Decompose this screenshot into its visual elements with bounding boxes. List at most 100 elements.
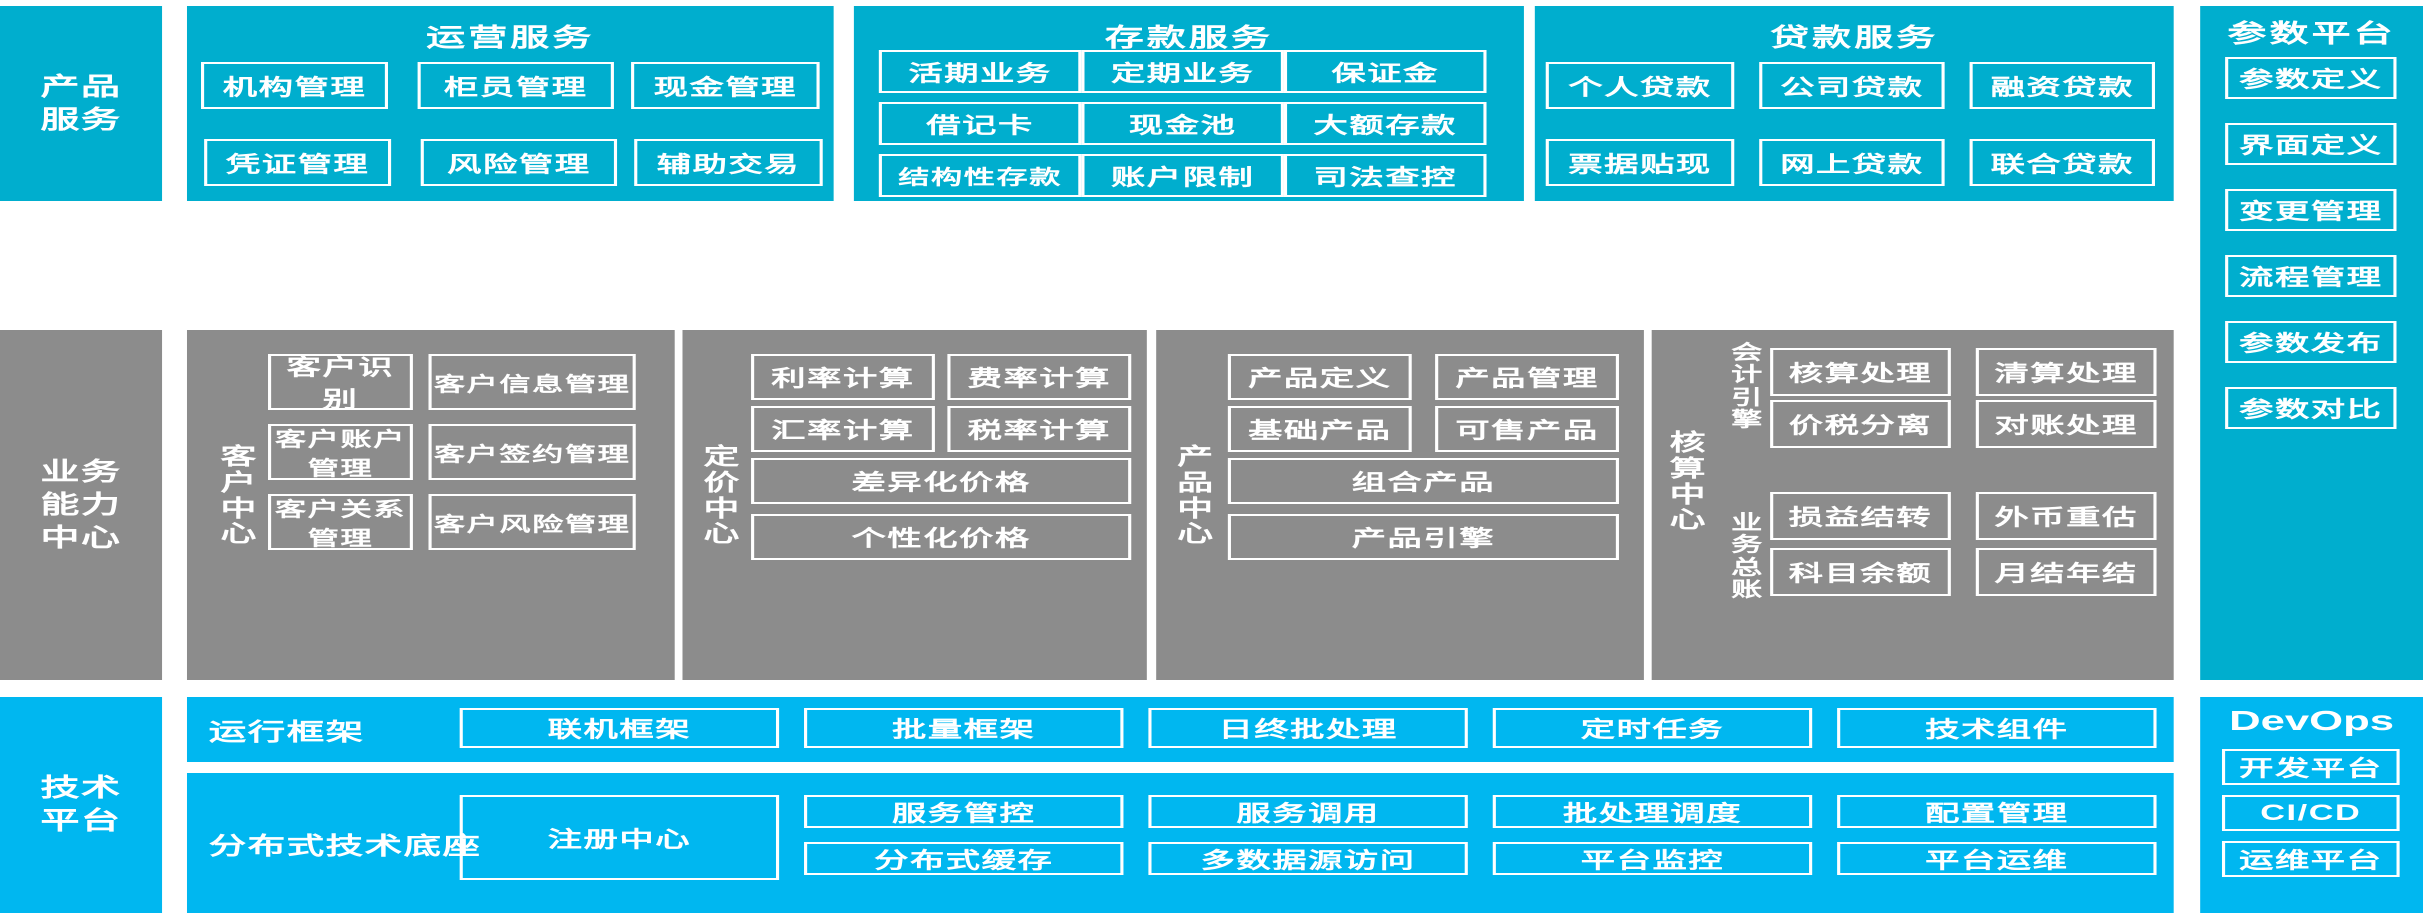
band-distributed-tech-base: 分布式技术底座 注册中心 服务管控 服务调用 批处理调度 配置管理 分布式缓存 … (186, 773, 2174, 913)
tile-multi-datasource-access[interactable]: 多数据源访问 (1148, 842, 1468, 875)
tile-structured-deposit[interactable]: 结构性存款 (878, 154, 1082, 197)
tile-customer-contract-management[interactable]: 客户签约管理 (428, 424, 636, 480)
tile-account-restriction[interactable]: 账户限制 (1081, 154, 1284, 197)
tile-parameter-definition[interactable]: 参数定义 (2225, 57, 2397, 99)
tile-interface-definition[interactable]: 界面定义 (2225, 123, 2397, 165)
column-devops: DevOps 开发平台 CI/CD 运维平台 (2200, 697, 2423, 913)
tile-personalized-price[interactable]: 个性化价格 (751, 514, 1132, 560)
tile-online-framework[interactable]: 联机框架 (459, 708, 780, 748)
tile-interest-rate-calc[interactable]: 利率计算 (751, 354, 935, 400)
tile-risk-management[interactable]: 风险管理 (420, 139, 618, 186)
tile-foreign-currency-revaluation[interactable]: 外币重估 (1975, 492, 2157, 540)
tile-org-management[interactable]: 机构管理 (201, 62, 388, 109)
tile-teller-management[interactable]: 柜员管理 (417, 62, 614, 109)
group-deposit-services-title: 存款服务 (1104, 24, 1274, 52)
rail-business-capability-center-label: 业务能力中心 (40, 457, 122, 552)
rail-technology-platform-label: 技术平台 (40, 774, 122, 835)
tile-bill-discount[interactable]: 票据贴现 (1545, 139, 1735, 186)
tile-corporate-loan[interactable]: 公司贷款 (1759, 62, 1945, 109)
tile-platform-operations[interactable]: 平台运维 (1837, 842, 2157, 875)
tile-technical-component[interactable]: 技术组件 (1837, 708, 2157, 748)
sub-label-business-general-ledger: 业务总账 (1731, 512, 1763, 602)
tile-batch-scheduling[interactable]: 批处理调度 (1492, 795, 1813, 828)
band-distributed-tech-base-label: 分布式技术底座 (208, 832, 482, 860)
tile-eod-batch-processing[interactable]: 日终批处理 (1148, 708, 1468, 748)
tile-time-deposit[interactable]: 定期业务 (1081, 50, 1284, 93)
tile-composite-product[interactable]: 组合产品 (1227, 458, 1619, 504)
group-customer-center-label: 客户中心 (220, 443, 257, 547)
rail-product-services: 产品服务 (0, 6, 163, 201)
tile-distributed-cache[interactable]: 分布式缓存 (804, 842, 1124, 875)
tile-accounting-processing[interactable]: 核算处理 (1770, 348, 1951, 396)
tile-exchange-rate-calc[interactable]: 汇率计算 (751, 406, 935, 452)
tile-auxiliary-trade[interactable]: 辅助交易 (634, 139, 823, 186)
rail-business-capability-center: 业务能力中心 (0, 330, 163, 680)
tile-debit-card[interactable]: 借记卡 (878, 102, 1082, 145)
tile-operations-platform[interactable]: 运维平台 (2221, 841, 2400, 877)
group-customer-center: 客户中心 客户识别 客户信息管理 客户账户管理 客户签约管理 客户关系管理 客户… (186, 330, 675, 680)
group-pricing-center-label: 定价中心 (703, 443, 740, 547)
tile-product-management[interactable]: 产品管理 (1435, 354, 1619, 400)
tile-syndicated-loan[interactable]: 联合贷款 (1969, 139, 2155, 186)
tile-settlement-processing[interactable]: 清算处理 (1975, 348, 2157, 396)
tile-basic-product[interactable]: 基础产品 (1227, 406, 1412, 452)
tile-parameter-publish[interactable]: 参数发布 (2225, 321, 2397, 363)
tile-cash-management[interactable]: 现金管理 (631, 62, 820, 109)
tile-demand-deposit[interactable]: 活期业务 (878, 50, 1082, 93)
tile-account-balance[interactable]: 科目余额 (1770, 548, 1951, 596)
tile-parameter-compare[interactable]: 参数对比 (2225, 387, 2397, 429)
tile-customer-relationship-management[interactable]: 客户关系管理 (268, 494, 413, 550)
tile-customer-risk-management[interactable]: 客户风险管理 (428, 494, 636, 550)
tile-tax-rate-calc[interactable]: 税率计算 (947, 406, 1132, 452)
tile-customer-identification[interactable]: 客户识别 (268, 354, 413, 412)
column-parameter-platform: 参数平台 参数定义 界面定义 变更管理 流程管理 参数发布 参数对比 (2200, 6, 2423, 680)
group-accounting-center: 核算中心 会计引擎 业务总账 核算处理 清算处理 价税分离 对账处理 损益结转 … (1651, 330, 2174, 680)
tile-scheduled-task[interactable]: 定时任务 (1492, 708, 1813, 748)
band-runtime-framework: 运行框架 联机框架 批量框架 日终批处理 定时任务 技术组件 (186, 697, 2174, 762)
tile-ci-cd[interactable]: CI/CD (2221, 795, 2400, 831)
group-loan-services-title: 贷款服务 (1770, 24, 1939, 52)
tile-service-governance[interactable]: 服务管控 (804, 795, 1124, 828)
rail-technology-platform: 技术平台 (0, 697, 163, 913)
tile-development-platform[interactable]: 开发平台 (2221, 749, 2400, 785)
tile-profit-loss-carryover[interactable]: 损益结转 (1770, 492, 1951, 540)
tile-customer-info-management[interactable]: 客户信息管理 (428, 354, 636, 410)
tile-product-definition[interactable]: 产品定义 (1227, 354, 1412, 400)
group-pricing-center: 定价中心 利率计算 费率计算 汇率计算 税率计算 差异化价格 个性化价格 (682, 330, 1147, 680)
tile-financing-loan[interactable]: 融资贷款 (1969, 62, 2155, 109)
group-deposit-services: 存款服务 活期业务 定期业务 保证金 借记卡 现金池 大额存款 结构性存款 账户… (853, 6, 1524, 201)
group-accounting-center-label: 核算中心 (1669, 429, 1706, 533)
tile-differentiated-price[interactable]: 差异化价格 (751, 458, 1132, 504)
group-operation-services-title: 运营服务 (426, 24, 595, 52)
group-operation-services: 运营服务 机构管理 柜员管理 现金管理 凭证管理 风险管理 辅助交易 (186, 6, 834, 201)
group-product-center: 产品中心 产品定义 产品管理 基础产品 可售产品 组合产品 产品引擎 (1156, 330, 1644, 680)
tile-month-year-end-close[interactable]: 月结年结 (1975, 548, 2157, 596)
tile-online-loan[interactable]: 网上贷款 (1759, 139, 1945, 186)
tile-registry-center[interactable]: 注册中心 (459, 795, 780, 880)
tile-large-deposit[interactable]: 大额存款 (1283, 102, 1487, 145)
tile-customer-account-management[interactable]: 客户账户管理 (268, 424, 413, 480)
column-devops-title: DevOps (2229, 705, 2395, 736)
tile-service-invocation[interactable]: 服务调用 (1148, 795, 1468, 828)
tile-personal-loan[interactable]: 个人贷款 (1545, 62, 1735, 109)
column-parameter-platform-title: 参数平台 (2227, 20, 2396, 48)
tile-process-management[interactable]: 流程管理 (2225, 255, 2397, 297)
tile-fee-rate-calc[interactable]: 费率计算 (947, 354, 1132, 400)
tile-voucher-management[interactable]: 凭证管理 (204, 139, 392, 186)
band-runtime-framework-label: 运行框架 (208, 719, 365, 746)
tile-margin-deposit[interactable]: 保证金 (1283, 50, 1487, 93)
tile-judicial-control[interactable]: 司法查控 (1283, 154, 1487, 197)
tile-cash-pool[interactable]: 现金池 (1081, 102, 1284, 145)
group-product-center-label: 产品中心 (1177, 443, 1214, 547)
sub-label-accounting-engine: 会计引擎 (1731, 342, 1763, 432)
tile-batch-framework[interactable]: 批量框架 (804, 708, 1124, 748)
tile-change-management[interactable]: 变更管理 (2225, 189, 2397, 231)
tile-reconciliation-processing[interactable]: 对账处理 (1975, 400, 2157, 448)
tile-sellable-product[interactable]: 可售产品 (1435, 406, 1619, 452)
tile-product-engine[interactable]: 产品引擎 (1227, 514, 1619, 560)
tile-price-tax-separation[interactable]: 价税分离 (1770, 400, 1951, 448)
group-loan-services: 贷款服务 个人贷款 公司贷款 融资贷款 票据贴现 网上贷款 联合贷款 (1534, 6, 2174, 201)
tile-platform-monitoring[interactable]: 平台监控 (1492, 842, 1813, 875)
tile-configuration-management[interactable]: 配置管理 (1837, 795, 2157, 828)
